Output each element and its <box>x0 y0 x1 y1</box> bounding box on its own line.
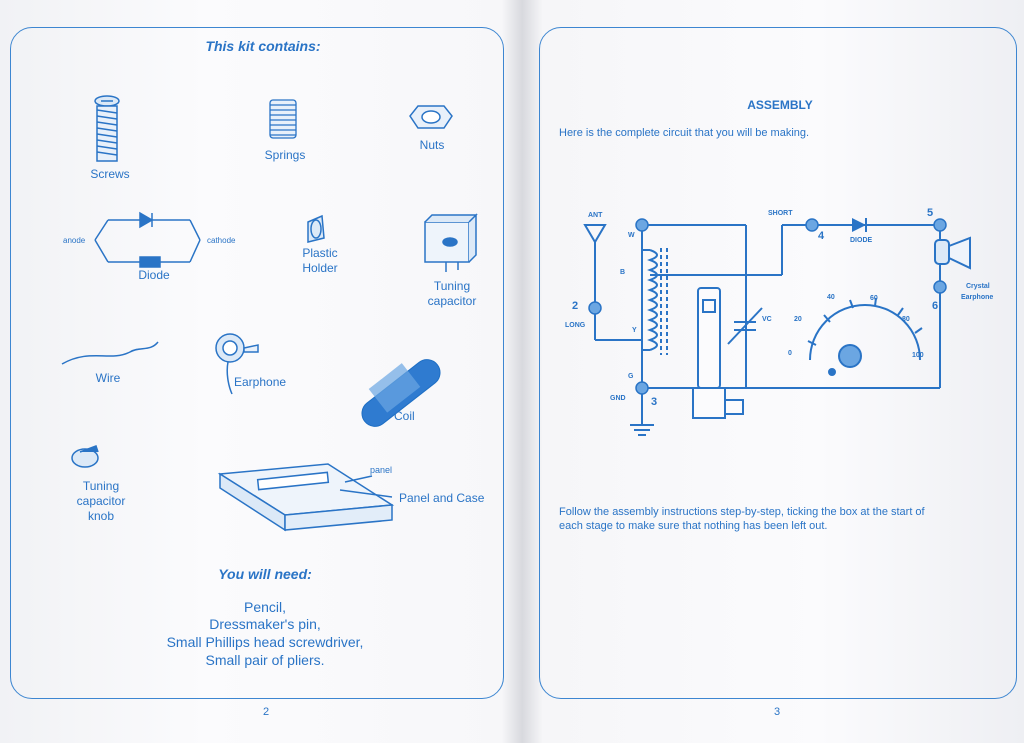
crystal-earphone-label-2: Earphone <box>961 294 994 301</box>
vc-label: VC <box>762 316 772 323</box>
need-item: Pencil, <box>243 599 287 615</box>
node-4-label: 4 <box>818 230 825 242</box>
anode-label: anode <box>63 236 86 245</box>
need-item: Small pair of pliers. <box>205 652 325 668</box>
assembly-instructions-line-2: each stage to make sure that nothing has… <box>559 520 828 532</box>
wire-icon <box>61 341 159 365</box>
plastic-holder-icon <box>307 214 325 243</box>
dial-80-label: 80 <box>902 316 910 323</box>
kit-illustrations <box>61 95 478 532</box>
circuit-diagram <box>583 218 971 436</box>
panel-label: panel <box>370 465 393 475</box>
kit-contents-title: This kit contains: <box>205 38 321 54</box>
right-page-frame <box>539 27 1017 699</box>
dial-20-label: 20 <box>794 316 802 323</box>
assembly-title: ASSEMBLY <box>747 98 813 112</box>
need-item: Small Phillips head screwdriver, <box>166 634 364 650</box>
plastic-holder-label-1: Plastic <box>302 246 338 260</box>
ant-label: ANT <box>588 212 603 219</box>
right-page: ASSEMBLY Here is the complete circuit th… <box>520 0 1024 743</box>
node-3-label: 3 <box>651 396 658 408</box>
wire-label: Wire <box>95 371 121 385</box>
node-5-label: 5 <box>927 207 934 219</box>
panel-and-case-label: Panel and Case <box>399 491 485 505</box>
earphone-icon <box>215 333 259 395</box>
left-page-frame <box>10 27 504 699</box>
screw-icon <box>94 95 120 162</box>
y-label: Y <box>632 327 637 334</box>
earphone-label: Earphone <box>234 375 287 389</box>
page-number-right: 3 <box>773 706 781 718</box>
cathode-label: cathode <box>207 236 236 245</box>
diode-icon <box>94 211 201 268</box>
springs-label: Springs <box>264 148 306 162</box>
tuning-capacitor-label-1: Tuning <box>433 279 471 293</box>
you-will-need-title: You will need: <box>218 566 312 582</box>
page-number-left: 2 <box>262 706 270 718</box>
w-label: W <box>628 232 635 239</box>
knob-label-1: Tuning <box>82 479 120 493</box>
left-page: This kit contains: <box>10 27 504 718</box>
plastic-holder-label-2: Holder <box>302 261 338 275</box>
tuning-capacitor-icon <box>424 213 478 272</box>
dial-0-label: 0 <box>788 350 792 357</box>
nuts-label: Nuts <box>419 138 445 152</box>
assembly-instructions-line-1: Follow the assembly instructions step-by… <box>559 506 925 518</box>
gnd-label: GND <box>610 395 626 402</box>
node-6-label: 6 <box>932 300 939 312</box>
dial-100-label: 100 <box>912 352 924 359</box>
screws-label: Screws <box>90 167 130 181</box>
diode-circuit-label: DIODE <box>850 237 873 244</box>
tuning-knob-icon <box>71 445 99 468</box>
dial-40-label: 40 <box>827 294 835 301</box>
coil-label: Coil <box>394 409 415 423</box>
short-label: SHORT <box>768 210 793 217</box>
dial-60-label: 60 <box>870 295 878 302</box>
node-2-label: 2 <box>572 300 579 312</box>
need-item: Dressmaker's pin, <box>209 616 321 632</box>
diode-label: Diode <box>138 268 170 282</box>
b-label: B <box>620 269 626 276</box>
tuning-capacitor-label-2: capacitor <box>427 294 477 308</box>
long-label: LONG <box>565 322 586 329</box>
knob-label-2: capacitor <box>76 494 126 508</box>
crystal-earphone-label-1: Crystal <box>966 283 990 290</box>
panel-case-icon <box>217 463 395 532</box>
assembly-intro: Here is the complete circuit that you wi… <box>559 127 810 139</box>
coil-icon <box>361 359 441 427</box>
knob-label-3: knob <box>87 509 115 523</box>
g-label: G <box>628 373 634 380</box>
nut-icon <box>409 105 453 129</box>
spring-icon <box>269 99 297 139</box>
